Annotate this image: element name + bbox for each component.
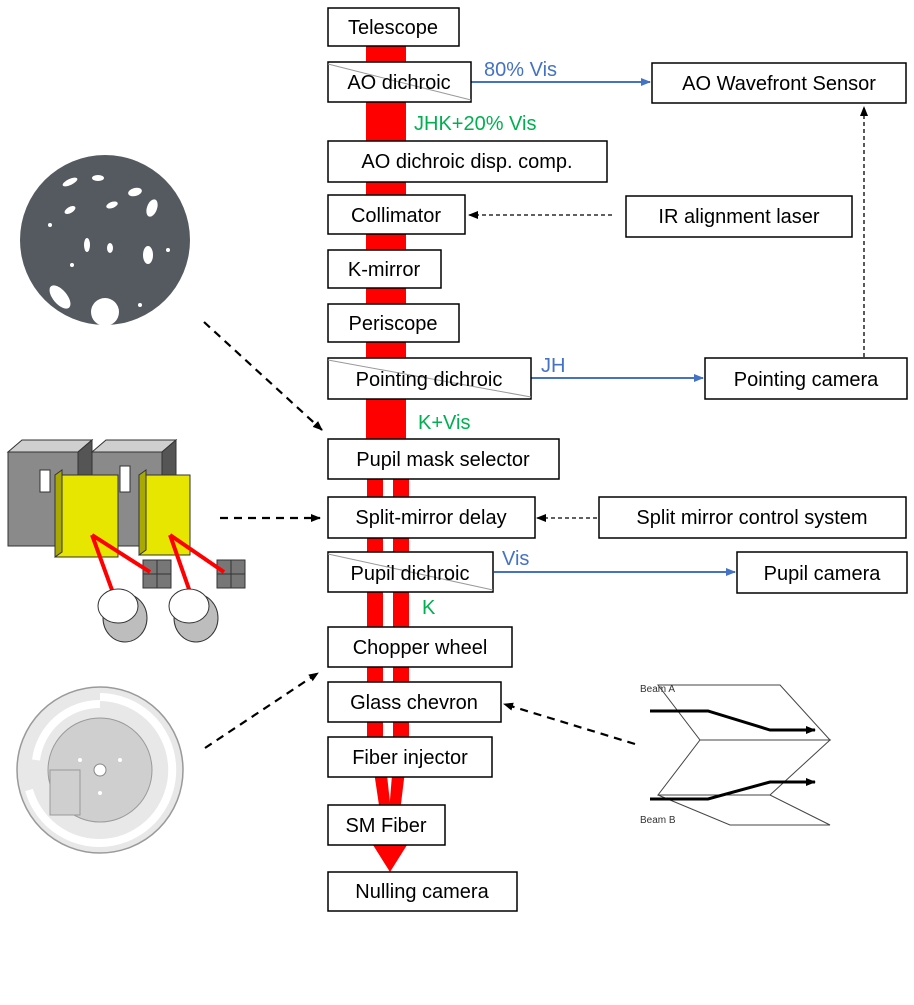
beam-b-label: Beam B [640, 815, 676, 826]
split-delay-label: Split-mirror delay [355, 507, 506, 529]
pupil-dichroic-box: Pupil dichroic [327, 551, 494, 593]
pointing-dichroic-box: Pointing dichroic [327, 357, 532, 400]
pupil-mask-plate-illustration [20, 155, 190, 326]
sm-fiber-label: SM Fiber [345, 815, 426, 837]
pupil-mask-label: Pupil mask selector [356, 449, 530, 471]
glass-chevron-illustration: Beam A Beam B [640, 684, 832, 826]
fiber-injector-label: Fiber injector [352, 747, 468, 769]
ao-wfs-box: AO Wavefront Sensor [651, 62, 907, 104]
chopper-wheel-illustration [16, 686, 184, 854]
sm-fiber-box: SM Fiber [327, 804, 446, 846]
split-mirror-illustration [6, 438, 246, 643]
nulling-camera-label: Nulling camera [355, 881, 489, 903]
chopper-label: Chopper wheel [353, 637, 488, 659]
beam-label-kvis: K+Vis [418, 412, 470, 434]
ir-laser-box: IR alignment laser [625, 195, 853, 238]
split-control-label: Split mirror control system [636, 507, 867, 529]
chevron-inset-arrow [503, 702, 636, 746]
split-delay-box: Split-mirror delay [327, 496, 536, 539]
ao-dichroic-box: AO dichroic [327, 61, 472, 103]
pupil-camera-box: Pupil camera [736, 551, 908, 594]
beam-label-vis: Vis [502, 548, 529, 570]
telescope-label: Telescope [348, 17, 438, 39]
beam-label-jh: JH [541, 355, 565, 377]
ao-wfs-label: AO Wavefront Sensor [682, 73, 876, 95]
telescope-box: Telescope [327, 7, 460, 47]
chevron-label: Glass chevron [350, 692, 478, 714]
ao-disp-label: AO dichroic disp. comp. [361, 151, 572, 173]
pupil-camera-label: Pupil camera [764, 563, 882, 585]
beam-a-label: Beam A [640, 684, 675, 695]
fiber-injector-box: Fiber injector [327, 736, 493, 778]
periscope-box: Periscope [327, 303, 460, 343]
mask-plate-arrow [203, 321, 323, 431]
pointing-camera-box: Pointing camera [704, 357, 908, 400]
beam-label-k: K [422, 597, 436, 619]
kmirror-label: K-mirror [348, 259, 421, 281]
split-control-box: Split mirror control system [598, 496, 907, 539]
beam-label-80vis: 80% Vis [484, 59, 557, 81]
pointing-camera-label: Pointing camera [734, 369, 879, 391]
kmirror-box: K-mirror [327, 249, 442, 289]
chopper-plate-arrow [204, 672, 319, 749]
pupil-dichroic-label: Pupil dichroic [351, 563, 470, 585]
ir-laser-label: IR alignment laser [658, 206, 820, 228]
chopper-box: Chopper wheel [327, 626, 513, 668]
nulling-camera-box: Nulling camera [327, 871, 518, 912]
ao-dichroic-label: AO dichroic [347, 72, 450, 94]
pupil-mask-box: Pupil mask selector [327, 438, 560, 480]
pointing-dichroic-label: Pointing dichroic [356, 369, 503, 391]
ao-disp-box: AO dichroic disp. comp. [327, 140, 608, 183]
periscope-label: Periscope [349, 313, 438, 335]
collimator-box: Collimator [327, 194, 466, 235]
beam-label-jhk20: JHK+20% Vis [414, 113, 536, 135]
chevron-box: Glass chevron [327, 681, 502, 723]
collimator-label: Collimator [351, 205, 441, 227]
